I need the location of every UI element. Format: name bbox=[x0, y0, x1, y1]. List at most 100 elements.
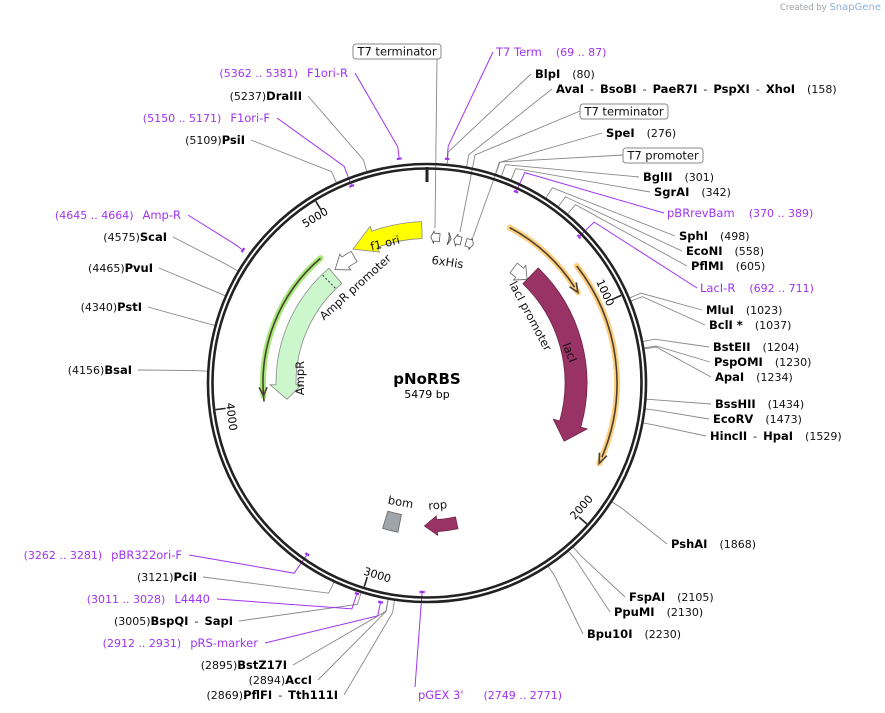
feature-label-box[interactable]: T7 terminator bbox=[579, 103, 669, 120]
restriction-site-label[interactable]: BclI *(1037) bbox=[709, 318, 791, 332]
restriction-site-label[interactable]: MluI(1023) bbox=[706, 303, 782, 317]
primer-binding-mark bbox=[240, 247, 246, 253]
restriction-site-label[interactable]: BstEII (1204) bbox=[713, 340, 799, 354]
restriction-site-label[interactable]: SpeI(276) bbox=[606, 126, 676, 140]
restriction-site-label[interactable]: EcoRV(1473) bbox=[713, 412, 802, 426]
restriction-site-label[interactable]: PspOMI(1230) bbox=[714, 355, 811, 369]
site-position: (1234) bbox=[756, 371, 793, 384]
orf-arc-arrowhead bbox=[569, 282, 579, 295]
primer-leader-line bbox=[264, 602, 382, 644]
restriction-site-label[interactable]: (3005)BspQI-SapI bbox=[114, 614, 233, 628]
primer-range: (2912 .. 2931) bbox=[103, 637, 182, 650]
backbone-outer-strand bbox=[206, 162, 648, 604]
restriction-site-label[interactable]: SphI(498) bbox=[679, 229, 750, 243]
site-position: (1473) bbox=[765, 413, 802, 426]
feature-label: AmpR bbox=[293, 361, 307, 395]
orf-arc-arrowhead bbox=[598, 452, 608, 466]
restriction-site-label[interactable]: PflMI(605) bbox=[691, 259, 765, 273]
ampr-feature[interactable] bbox=[268, 267, 343, 400]
feature-label-box[interactable]: T7 terminator bbox=[352, 43, 442, 60]
restriction-site-label[interactable]: Bpu10I(2230) bbox=[587, 627, 681, 641]
primer-label[interactable]: pBRrevBam(370 .. 389) bbox=[667, 206, 813, 220]
restriction-site-label[interactable]: FspAI (2105) bbox=[629, 590, 714, 604]
restriction-site-label[interactable]: PpuMI(2130) bbox=[614, 605, 703, 619]
feature-label: rop bbox=[428, 497, 448, 513]
restriction-site-label[interactable]: PshAI(1868) bbox=[671, 537, 756, 551]
primer-marks bbox=[240, 157, 582, 604]
rop-feature[interactable] bbox=[423, 515, 459, 537]
site-leader-line bbox=[147, 306, 215, 326]
bom-feature[interactable] bbox=[382, 510, 402, 533]
restriction-site-label[interactable]: (4156)BsaI bbox=[68, 363, 132, 377]
site-position: (2894) bbox=[249, 674, 286, 687]
enzyme-name: PvuI bbox=[125, 261, 153, 275]
6xhis-feature[interactable] bbox=[453, 233, 463, 247]
restriction-site-label[interactable]: BglII(301) bbox=[643, 170, 714, 184]
restriction-site-label[interactable]: (5109)PsiI bbox=[185, 133, 245, 147]
snapgene-logo: SnapGene bbox=[829, 2, 881, 13]
f1-ori-feature[interactable] bbox=[352, 221, 423, 253]
restriction-site-label[interactable]: (5237)DraIII bbox=[230, 89, 302, 103]
site-position: (3121) bbox=[137, 571, 174, 584]
6xhis-feature[interactable] bbox=[446, 232, 452, 246]
site-separator: - bbox=[756, 83, 760, 96]
site-leader-line bbox=[238, 592, 362, 622]
restriction-site-label[interactable]: BlpI(80) bbox=[535, 67, 595, 81]
primer-label[interactable]: (4645 .. 4664)Amp-R bbox=[55, 208, 181, 222]
restriction-site-label[interactable]: EcoNI(558) bbox=[686, 244, 764, 258]
enzyme-name: PsiI bbox=[222, 133, 245, 147]
site-position: (4575) bbox=[103, 231, 140, 244]
primer-binding-mark bbox=[377, 600, 384, 604]
laci-feature[interactable] bbox=[522, 267, 589, 442]
restriction-site-label[interactable]: BssHII(1434) bbox=[715, 397, 804, 411]
restriction-site-label[interactable]: (3121)PciI bbox=[137, 570, 197, 584]
enzyme-name: BstEII bbox=[713, 340, 751, 354]
primer-label[interactable]: LacI-R(692 .. 711) bbox=[700, 281, 814, 295]
restriction-site-label[interactable]: (2895)BstZ17I bbox=[201, 658, 287, 672]
primer-label[interactable]: (3262 .. 3281)pBR322ori-F bbox=[24, 548, 182, 562]
primer-label[interactable]: (3011 .. 3028)L4440 bbox=[87, 592, 210, 606]
primer-label[interactable]: T7 Term(69 .. 87) bbox=[495, 45, 606, 59]
site-position: (5237) bbox=[230, 90, 267, 103]
restriction-site-label[interactable]: SgrAI(342) bbox=[654, 185, 731, 199]
laci-promoter-feature[interactable] bbox=[509, 262, 528, 281]
site-position: (1204) bbox=[763, 341, 800, 354]
restriction-site-label[interactable]: (4575)ScaI bbox=[103, 230, 167, 244]
ruler-tick-label: 5000 bbox=[300, 205, 331, 231]
primer-range: (69 .. 87) bbox=[556, 46, 607, 59]
restriction-site-label[interactable]: AvaI-BsoBI-PaeR7I-PspXI-XhoI(158) bbox=[556, 82, 837, 96]
watermark-prefix: Created by bbox=[779, 3, 827, 13]
enzyme-name: BsaI bbox=[104, 363, 132, 377]
primer-leader-line bbox=[216, 593, 358, 610]
6xhis-feature[interactable] bbox=[430, 230, 441, 244]
feature-leader-line bbox=[459, 110, 581, 233]
restriction-site-label[interactable]: (2894)AccI bbox=[249, 673, 312, 687]
primer-label[interactable]: (5150 .. 5171)F1ori-F bbox=[143, 111, 270, 125]
primer-name: pGEX 3' bbox=[418, 688, 464, 702]
site-leader-line bbox=[172, 236, 238, 272]
primer-name: Amp-R bbox=[142, 208, 181, 222]
feature-name: T7 terminator bbox=[356, 45, 436, 59]
enzyme-name: FspAI bbox=[629, 590, 665, 604]
restriction-site-label[interactable]: ApaI(1234) bbox=[715, 370, 793, 384]
primer-label[interactable]: (5362 .. 5381)F1ori-R bbox=[219, 66, 348, 80]
primer-label[interactable]: pGEX 3'(2749 .. 2771) bbox=[418, 688, 562, 702]
primer-name: F1ori-F bbox=[230, 111, 270, 125]
6xhis-feature[interactable] bbox=[464, 237, 474, 250]
primer-label[interactable]: (2912 .. 2931)pRS-marker bbox=[103, 636, 259, 650]
primer-binding-mark bbox=[304, 552, 310, 557]
site-leader-line bbox=[545, 187, 676, 237]
ampr-signal-divider bbox=[322, 274, 336, 289]
primer-name: LacI-R bbox=[700, 281, 735, 295]
restriction-site-label[interactable]: HincII-HpaI(1529) bbox=[710, 429, 842, 443]
restriction-site-label[interactable]: (4465)PvuI bbox=[88, 261, 153, 275]
orf-arc bbox=[509, 226, 576, 288]
site-position: (2105) bbox=[677, 591, 714, 604]
ampr-promoter-feature[interactable] bbox=[334, 250, 358, 271]
enzyme-name: PshAI bbox=[671, 537, 707, 551]
feature-label-box[interactable]: T7 promoter bbox=[622, 147, 704, 164]
restriction-site-label[interactable]: (2869)PflFI-Tth111I bbox=[207, 688, 338, 702]
restriction-site-label[interactable]: (4340)PstI bbox=[81, 300, 142, 314]
site-separator: - bbox=[590, 83, 594, 96]
